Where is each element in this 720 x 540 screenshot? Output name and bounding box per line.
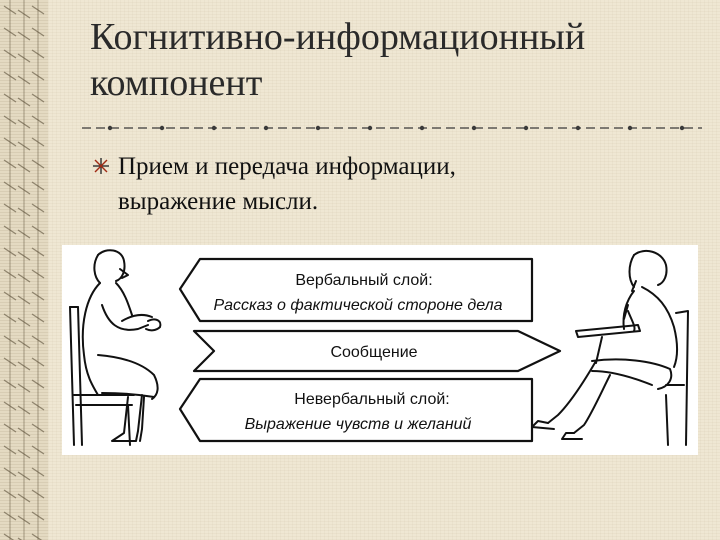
nonverbal-layer-arrow xyxy=(178,377,534,443)
nonverbal-layer-text: Выражение чувств и желаний xyxy=(245,416,472,433)
message-arrow xyxy=(192,329,562,373)
ornamental-star-icon xyxy=(93,158,109,174)
bullet-line-2: выражение мысли. xyxy=(118,188,319,215)
bullet-text: Прием и передача информации, выражение м… xyxy=(118,149,678,219)
communication-figure: Вербальный слой: Рассказ о фактической с… xyxy=(62,245,698,455)
verbal-layer-arrow xyxy=(178,257,534,323)
nonverbal-layer-title: Невербальный слой: xyxy=(294,391,449,408)
bullet-line-1: Прием и передача информации, xyxy=(118,153,456,180)
slide-title: Когнитивно-информационный компонент xyxy=(90,14,700,106)
right-person-illustration xyxy=(531,249,689,446)
sidebar-pattern xyxy=(3,0,45,540)
communication-diagram: Вербальный слой: Рассказ о фактической с… xyxy=(69,249,689,446)
title-line-2: компонент xyxy=(90,62,263,104)
verbal-layer-title: Вербальный слой: xyxy=(295,272,432,289)
verbal-layer-text: Рассказ о фактической стороне дела xyxy=(213,297,502,314)
message-label: Сообщение xyxy=(330,344,417,361)
title-line-1: Когнитивно-информационный xyxy=(90,16,586,58)
decorative-sidebar xyxy=(0,0,48,540)
dashed-divider xyxy=(82,125,702,131)
left-person-illustration xyxy=(69,249,162,446)
